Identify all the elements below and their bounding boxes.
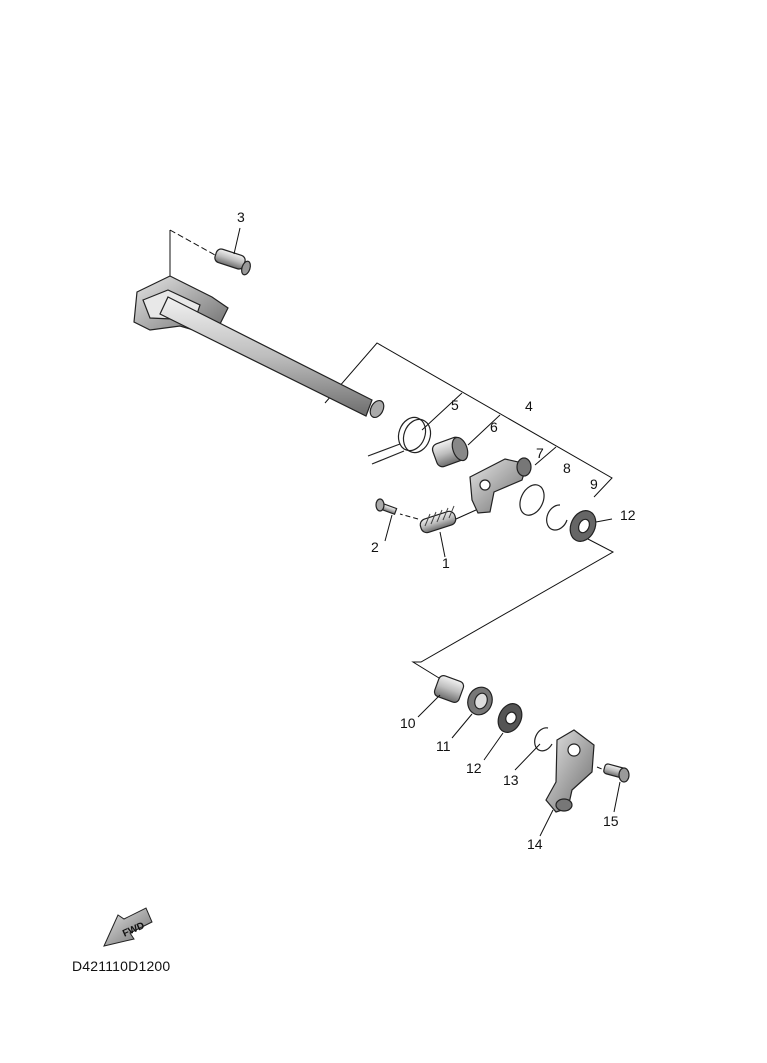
leader-lines: [233, 227, 621, 837]
part-shift-arm: [545, 729, 595, 813]
callout-9: 9: [590, 476, 598, 492]
part-washer-upper: [569, 510, 597, 542]
part-circlip: [546, 504, 568, 531]
part-washer-lower: [497, 703, 523, 733]
part-circlip-lower: [534, 727, 553, 752]
callout-13: 13: [503, 772, 519, 788]
callout-7: 7: [536, 445, 544, 461]
part-bolt-small: [375, 498, 398, 515]
callout-12-upper: 12: [620, 507, 636, 523]
part-coil-spring: [419, 505, 457, 534]
part-lever-plate: [469, 457, 532, 514]
part-collar-lower: [433, 675, 465, 703]
callout-3: 3: [237, 209, 245, 225]
callout-5: 5: [451, 397, 459, 413]
callout-12-lower: 12: [466, 760, 482, 776]
part-torsion-spring: [367, 416, 432, 465]
part-ring: [519, 484, 545, 516]
fwd-arrow-icon: FWD: [103, 907, 153, 947]
callout-8: 8: [563, 460, 571, 476]
callout-1: 1: [442, 555, 450, 571]
callout-10: 10: [400, 715, 416, 731]
part-collar: [431, 436, 469, 468]
callout-6: 6: [490, 419, 498, 435]
callout-4: 4: [525, 398, 533, 414]
part-pin: [214, 248, 251, 276]
callout-14: 14: [527, 836, 543, 852]
callout-11: 11: [436, 738, 451, 754]
diagram-code: D421110D1200: [72, 958, 171, 974]
callout-2: 2: [371, 539, 379, 555]
assembly-lines: [169, 229, 615, 771]
part-bearing: [467, 686, 493, 716]
part-bolt-arm: [603, 763, 630, 783]
part-shift-shaft: [133, 275, 385, 419]
callout-15: 15: [603, 813, 619, 829]
callout-labels: 1 2 3 4 5 6 7 8 9 10 11 12 12 13 14 15: [237, 209, 636, 852]
